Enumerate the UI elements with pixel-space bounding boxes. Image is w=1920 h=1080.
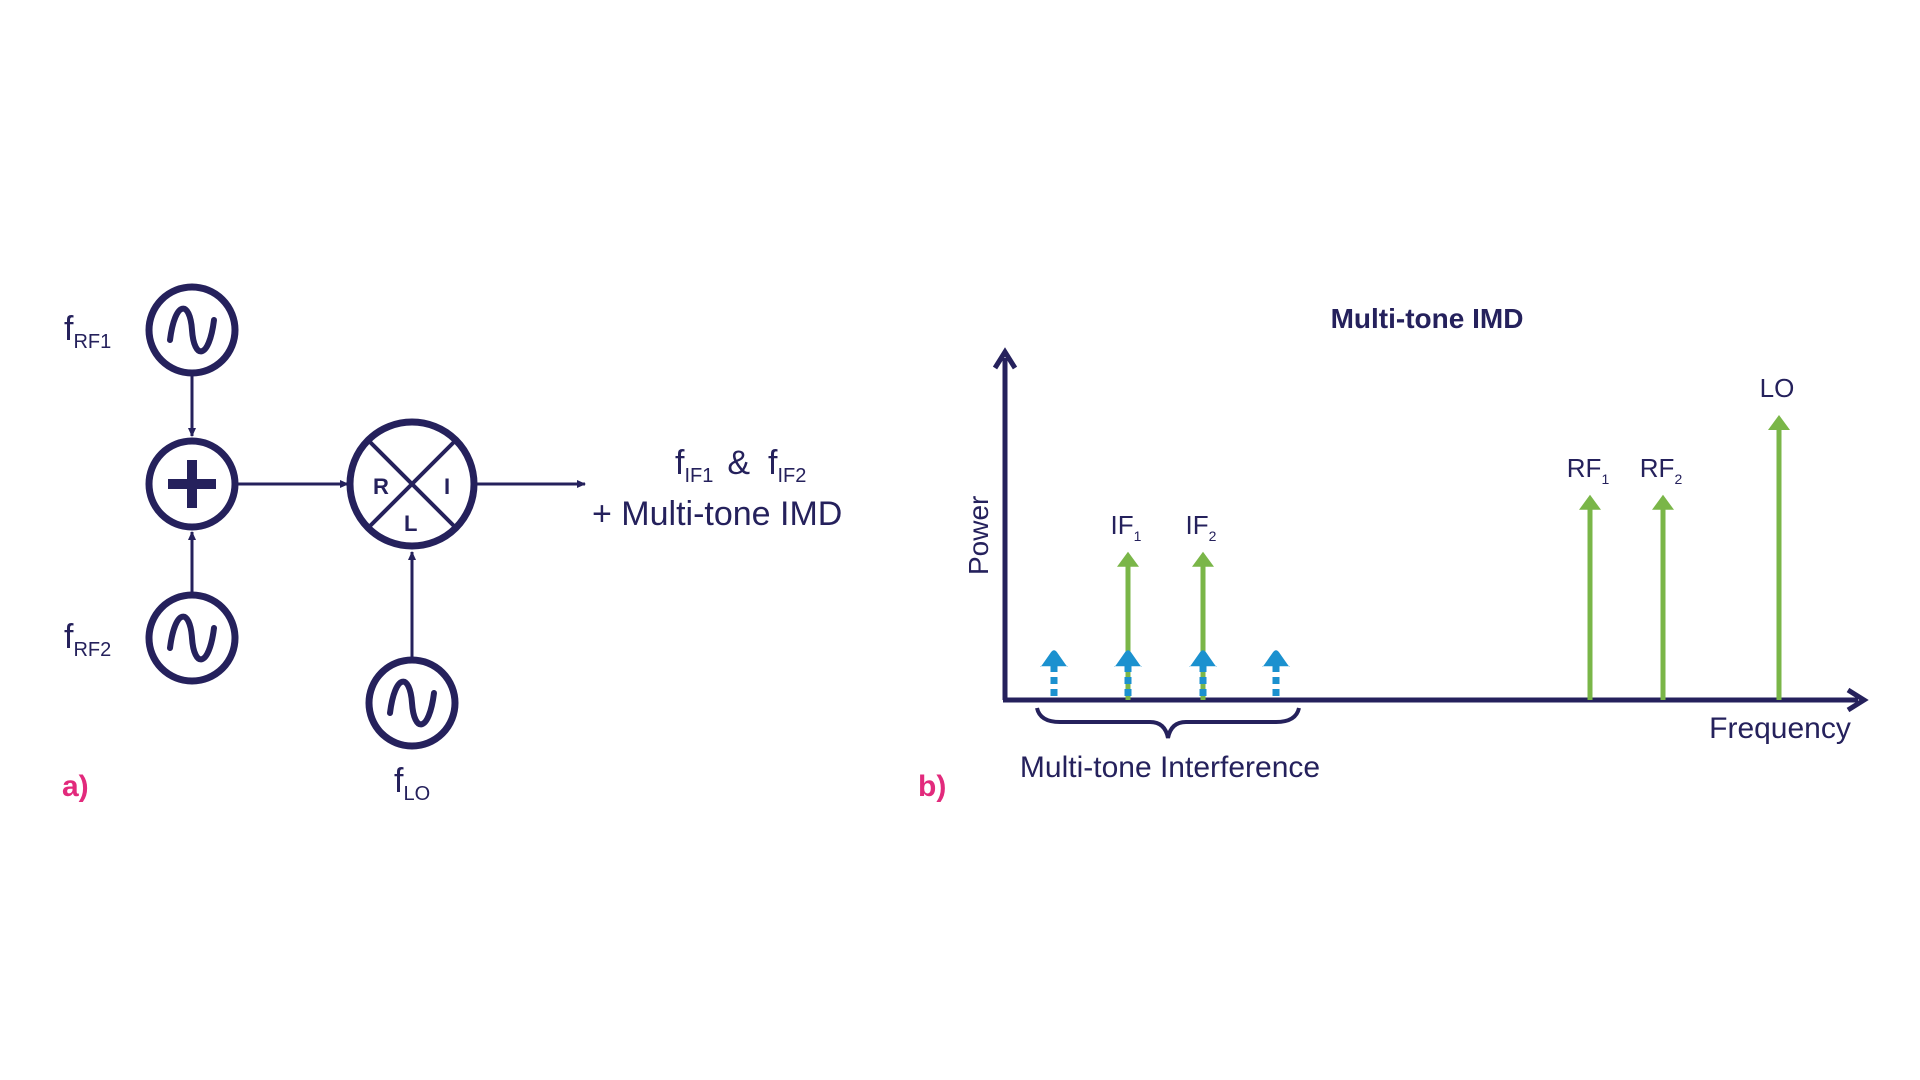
interference-arrowhead [1189,650,1217,667]
interference-tone [1262,650,1290,696]
interference-tone [1040,650,1068,696]
sine-wave-icon [167,305,217,355]
rf1-label: fRF1 [64,310,111,353]
rf2-label: fRF2 [64,618,111,661]
tone-arrowhead [1579,494,1601,510]
summer-node [145,437,239,531]
tone-arrowhead [1652,494,1674,510]
interference-label: Multi-tone Interference [1020,751,1320,784]
spectrum-marks: IF1 IF2 RF1 RF2 LO [1040,373,1794,700]
axes [992,347,1869,713]
mixer-port-i: I [444,474,450,499]
lo-label: fLO [394,762,430,805]
tone-label: RF1 [1567,453,1610,487]
output-imd-label: + Multi-tone IMD [592,495,842,533]
tone-rf2: RF2 [1640,453,1683,700]
chart-title: Multi-tone IMD [1331,303,1524,334]
interference-brace [1035,707,1301,739]
panel-a-label: a) [62,770,89,803]
sine-wave-icon [167,613,217,663]
plus-icon [168,460,216,508]
panel-b: Multi-tone IMD Power Frequency Multi-ton… [918,303,1869,803]
mixer-port-r: R [373,474,389,499]
tone-label: RF2 [1640,453,1683,487]
interference-tone [1189,650,1217,696]
tone-label: IF1 [1111,510,1142,544]
lo-source [365,656,459,750]
tone-label: LO [1760,373,1795,403]
panel-b-label: b) [918,770,946,803]
sine-wave-icon [387,678,437,728]
interference-arrowhead [1040,650,1068,667]
interference-tone [1114,650,1142,696]
mixer-port-l: L [404,511,417,536]
tone-lo: LO [1760,373,1795,700]
output-frequencies-label: fIF1&fIF2 [675,444,806,487]
interference-arrowhead [1114,650,1142,667]
tone-label: IF2 [1186,510,1217,544]
tone-arrowhead [1768,415,1790,430]
x-axis-label: Frequency [1709,712,1851,745]
y-axis-label: Power [963,496,994,575]
rf1-source [145,283,239,377]
tone-arrowhead [1192,551,1214,567]
tone-arrowhead [1117,551,1139,567]
rf2-source [145,591,239,685]
tone-rf1: RF1 [1567,453,1610,700]
panel-a: fRF1 fRF2 R I L [62,283,842,805]
mixer: R I L [346,418,478,550]
interference-arrowhead [1262,650,1290,667]
